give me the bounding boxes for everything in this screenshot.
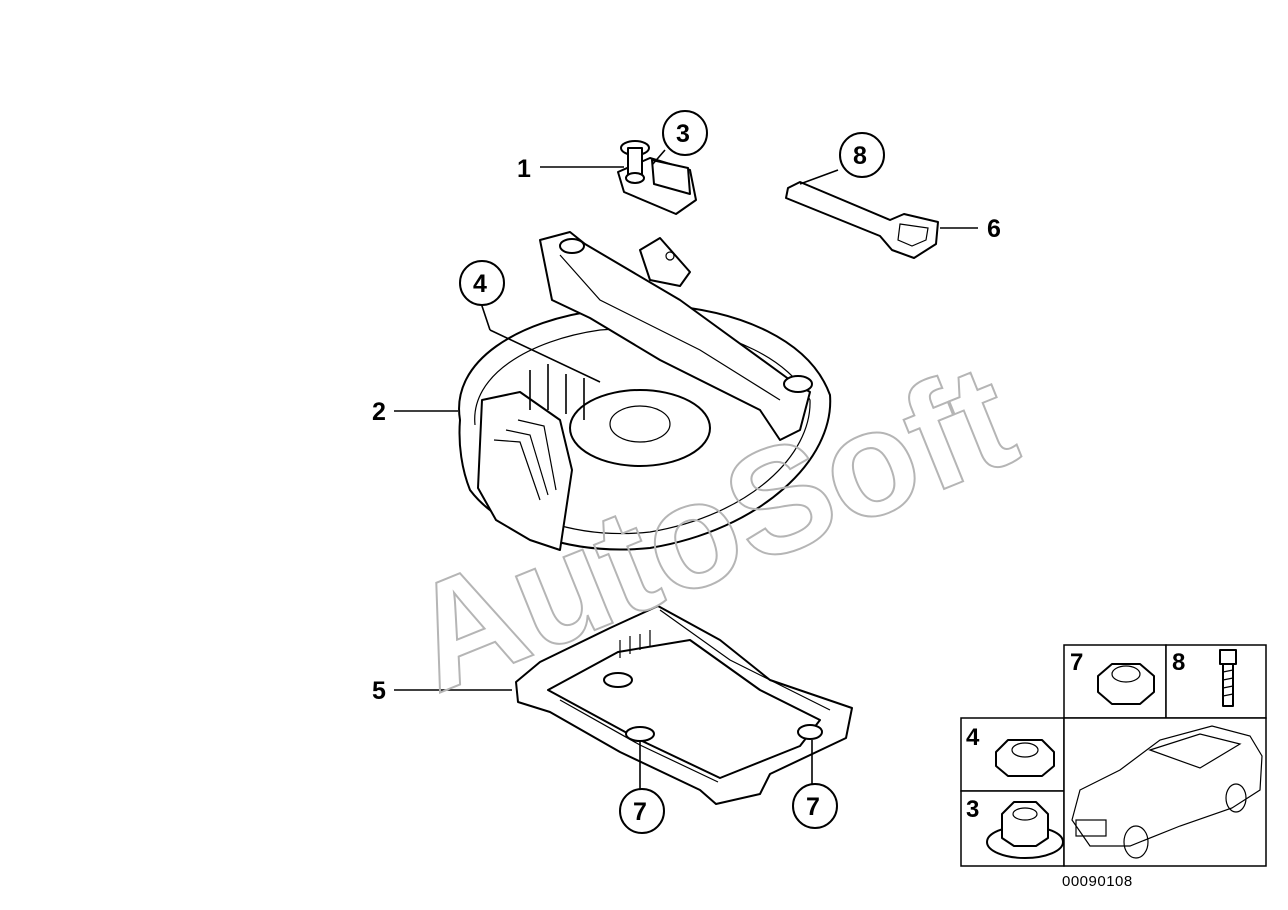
callout-1: 1 bbox=[517, 155, 531, 183]
callout-4-circle bbox=[459, 260, 505, 306]
car-silhouette-icon bbox=[1071, 725, 1263, 859]
callout-8: 8 bbox=[853, 142, 867, 170]
callout-5: 5 bbox=[372, 677, 386, 705]
wrench-tool-part[interactable] bbox=[785, 181, 939, 259]
callout-2: 2 bbox=[372, 398, 386, 426]
diagram-code: 00090108 bbox=[1062, 873, 1133, 890]
callout-3: 3 bbox=[676, 120, 690, 148]
callout-7b-circle bbox=[792, 783, 838, 829]
flange-nut-icon-3 bbox=[986, 801, 1064, 859]
legend-label-3: 3 bbox=[966, 796, 979, 823]
callout-4: 4 bbox=[473, 270, 487, 298]
bolt-icon-8 bbox=[1219, 649, 1237, 707]
legend-cell-8 bbox=[1165, 644, 1267, 719]
callout-7b: 7 bbox=[806, 793, 820, 821]
spare-wheel-tray[interactable] bbox=[458, 231, 832, 551]
legend-label-8: 8 bbox=[1172, 649, 1185, 676]
bracket-part[interactable] bbox=[617, 140, 697, 215]
callout-6: 6 bbox=[987, 215, 1001, 243]
callout-7a-circle bbox=[619, 788, 665, 834]
callout-3-circle bbox=[662, 110, 708, 156]
nut-icon-4 bbox=[995, 739, 1055, 777]
legend-label-4: 4 bbox=[966, 724, 980, 751]
callout-8-circle bbox=[839, 132, 885, 178]
callout-7a: 7 bbox=[633, 798, 647, 826]
nut-icon-7 bbox=[1097, 663, 1155, 705]
legend-cell-car bbox=[1063, 717, 1267, 867]
leader-lines bbox=[394, 149, 978, 790]
legend-label-7: 7 bbox=[1070, 649, 1083, 676]
